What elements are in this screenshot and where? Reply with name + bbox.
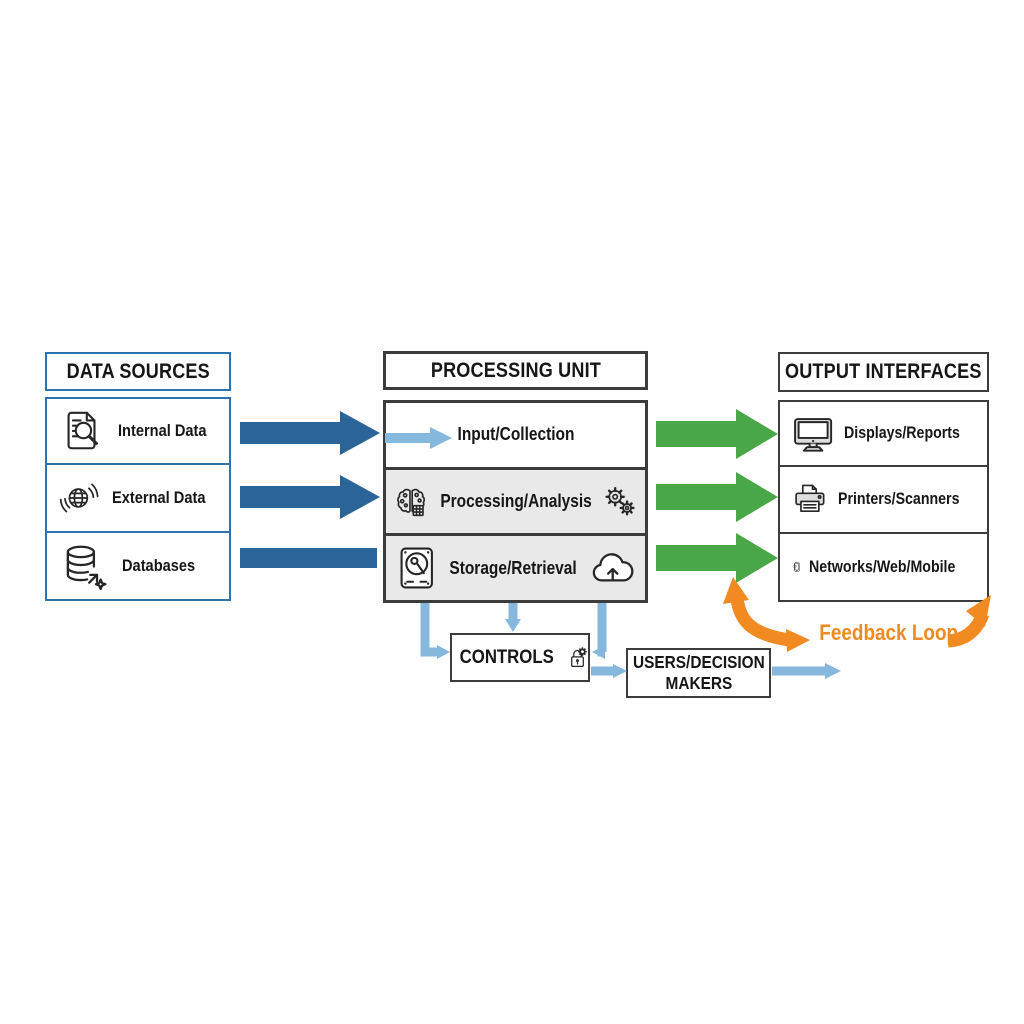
processing-row-label: Processing/Analysis <box>440 491 592 511</box>
hard-drive-icon <box>400 547 433 589</box>
data-sources-header: DATA SOURCES <box>45 352 231 391</box>
source-item-external-data: External Data <box>45 463 231 533</box>
output-item-printers-scanners: Printers/Scanners <box>778 465 989 534</box>
processing-row-storage-retrieval: Storage/Retrieval <box>386 533 645 601</box>
globe-signal-icon <box>59 483 99 513</box>
arrow-storage-to-networks <box>656 533 778 583</box>
processing-row-label: Input/Collection <box>457 424 574 445</box>
source-item-label: Databases <box>122 556 196 575</box>
printer-icon <box>795 484 825 512</box>
source-item-internal-data: Internal Data <box>45 397 231 465</box>
users-decision-makers-box: USERS/DECISION MAKERS <box>626 648 771 698</box>
connector-processing-to-controls-left <box>420 603 450 659</box>
connector-processing-to-controls-middle <box>505 603 521 632</box>
connector-controls-to-users <box>591 664 627 678</box>
processing-unit-title: PROCESSING UNIT <box>430 358 601 382</box>
brain-circuit-icon <box>397 488 426 516</box>
arrow-internal-data-to-input <box>240 411 380 455</box>
processing-row-processing-analysis: Processing/Analysis <box>386 466 645 534</box>
arrow-input-to-displays <box>656 409 778 459</box>
smartphone-wifi-icon <box>792 562 800 572</box>
processing-unit-body: Input/Collection Processing/Analysis <box>383 400 648 603</box>
controls-box: CONTROLS <box>450 633 590 682</box>
source-item-label: External Data <box>112 488 206 507</box>
processing-unit-header: PROCESSING UNIT <box>383 351 648 390</box>
document-search-icon <box>67 411 98 450</box>
padlock-gear-icon <box>571 646 588 667</box>
arrow-external-data-to-processing <box>240 475 380 519</box>
output-item-label: Networks/Web/Mobile <box>808 557 956 576</box>
output-item-displays-reports: Displays/Reports <box>778 400 989 467</box>
database-sync-icon <box>66 545 107 591</box>
output-interfaces-header: OUTPUT INTERFACES <box>778 352 989 392</box>
monitor-icon <box>794 417 833 452</box>
feedback-loop-label: Feedback Loop <box>819 620 959 645</box>
source-item-label: Internal Data <box>118 421 207 440</box>
output-item-networks-web-mobile: Networks/Web/Mobile <box>778 532 989 602</box>
connector-processing-to-controls-right <box>592 603 607 659</box>
data-sources-title: DATA SOURCES <box>66 359 210 383</box>
source-item-databases: Databases <box>45 531 231 601</box>
output-item-label: Displays/Reports <box>844 424 961 442</box>
arrow-processing-to-printers <box>656 472 778 522</box>
output-interfaces-title: OUTPUT INTERFACES <box>785 360 982 383</box>
connector-users-to-right <box>772 663 841 679</box>
processing-row-label: Storage/Retrieval <box>449 557 578 578</box>
cloud-upload-icon <box>592 553 633 582</box>
users-decision-makers-label: USERS/DECISION MAKERS <box>632 652 765 693</box>
controls-label: CONTROLS <box>459 646 554 668</box>
processing-row-input-collection: Input/Collection <box>386 403 645 467</box>
gears-icon <box>605 486 635 515</box>
bar-databases-to-storage <box>240 548 377 568</box>
output-item-label: Printers/Scanners <box>837 490 960 508</box>
